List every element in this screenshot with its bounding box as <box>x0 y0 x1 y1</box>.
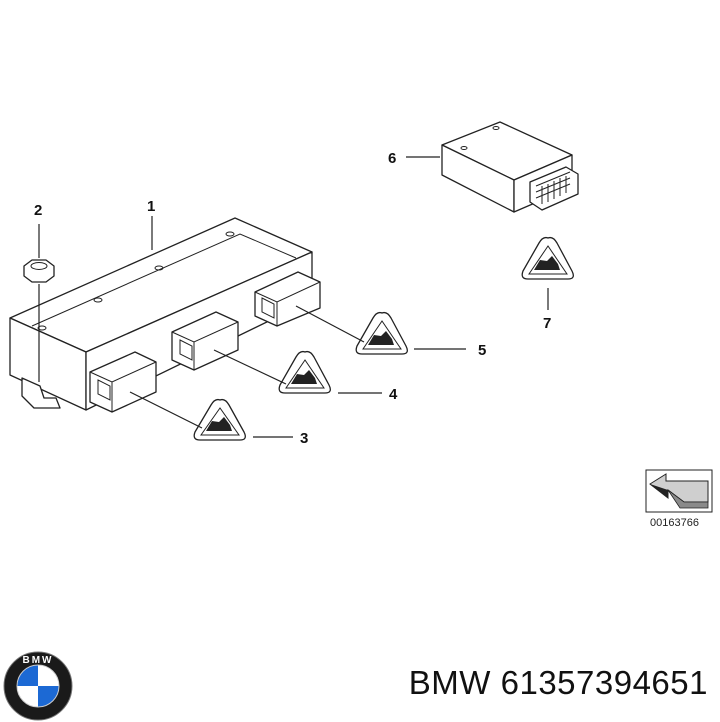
control-module <box>9 217 321 413</box>
connector-socket-c <box>254 271 321 327</box>
callout-4: 4 <box>389 386 398 403</box>
connector-warning-icon <box>193 398 246 441</box>
connector-warning-icon <box>355 311 408 355</box>
reference-box: 00163766 <box>645 469 713 529</box>
connector-socket-b <box>171 311 239 371</box>
logo-letters: BMW <box>23 655 54 666</box>
reference-code: 00163766 <box>650 517 699 529</box>
callout-3: 3 <box>300 430 308 447</box>
callout-1: 1 <box>147 198 155 215</box>
connector-warning-icon <box>521 236 574 280</box>
bmw-logo-icon: BMW <box>3 651 73 721</box>
part-number-label: BMW 61357394651 <box>408 664 708 701</box>
connector-warning-icon <box>278 350 331 394</box>
small-control-unit <box>441 121 579 213</box>
callout-2: 2 <box>34 202 42 219</box>
callout-5: 5 <box>478 342 486 359</box>
callout-7: 7 <box>543 315 551 332</box>
direction-arrow-icon <box>649 473 709 509</box>
hex-nut <box>23 259 55 283</box>
callout-6: 6 <box>388 150 396 167</box>
